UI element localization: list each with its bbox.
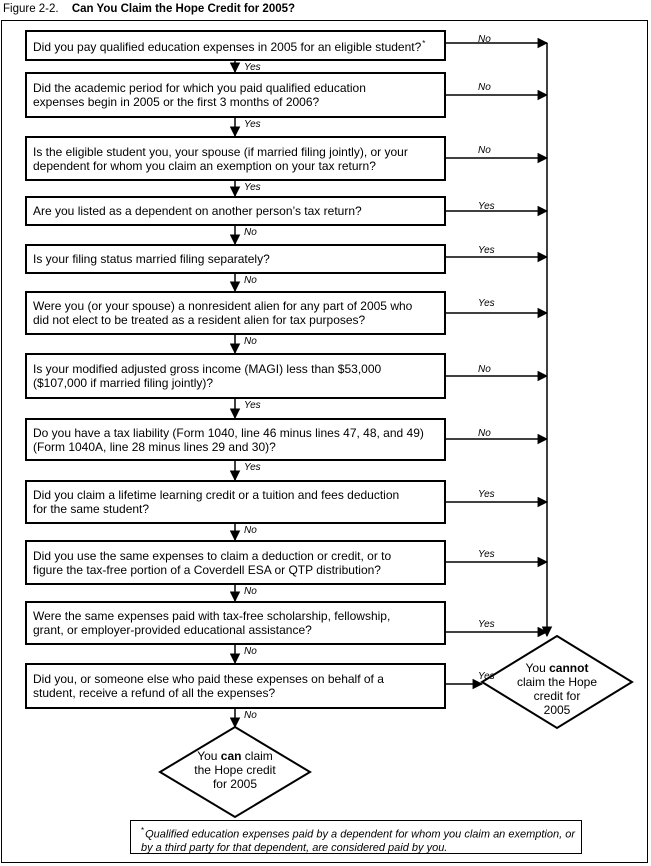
side-branch-label: Yes: [478, 549, 495, 560]
down-branch-label: No: [244, 336, 257, 347]
question-box: Were you (or your spouse) a nonresident …: [25, 291, 446, 335]
question-box: Is your filing status married filing sep…: [25, 244, 446, 274]
down-branch-label: No: [244, 275, 257, 286]
question-box: Is the eligible student you, your spouse…: [25, 136, 446, 181]
footnote: *Qualified education expenses paid by a …: [130, 820, 582, 854]
side-branch-label: No: [478, 34, 491, 45]
down-branch-label: No: [244, 586, 257, 597]
figure-number: Figure 2-2.: [3, 3, 59, 15]
footnote-text: Qualified education expenses paid by a d…: [141, 828, 576, 854]
side-branch-label: No: [478, 428, 491, 439]
question-text: Is the eligible student you, your spouse…: [33, 144, 408, 173]
down-branch-label: Yes: [244, 62, 261, 73]
question-box: Is your modified adjusted gross income (…: [25, 353, 446, 399]
figure-frame: [1, 20, 648, 863]
question-text: Did you pay qualified education expenses…: [33, 39, 426, 54]
side-branch-label: Yes: [478, 619, 495, 630]
question-text: Did you, or someone else who paid these …: [33, 672, 384, 700]
side-branch-label: No: [478, 364, 491, 375]
side-branch-label: Yes: [478, 671, 495, 682]
question-box: Are you listed as a dependent on another…: [25, 196, 446, 226]
question-text: Did you use the same expenses to claim a…: [33, 548, 392, 577]
question-box: Did the academic period for which you pa…: [25, 72, 446, 118]
can-claim-diamond: [158, 725, 312, 819]
down-branch-label: No: [244, 525, 257, 536]
footnote-mark: *: [141, 826, 145, 835]
question-text: Do you have a tax liability (Form 1040, …: [33, 425, 424, 454]
figure-title: Can You Claim the Hope Credit for 2005?: [71, 3, 296, 15]
question-text: Are you listed as a dependent on another…: [33, 204, 362, 218]
can-claim-outcome: You can claim the Hope credit for 2005: [194, 749, 276, 791]
side-branch-label: Yes: [478, 489, 495, 500]
side-branch-label: Yes: [478, 298, 495, 309]
side-branch-label: Yes: [478, 245, 495, 256]
question-box: Did you, or someone else who paid these …: [25, 663, 446, 709]
down-branch-label: No: [244, 646, 257, 657]
down-branch-label: No: [244, 710, 257, 721]
figure-header: Figure 2-2. Can You Claim the Hope Credi…: [3, 3, 295, 15]
down-branch-label: Yes: [244, 119, 261, 130]
down-branch-label: Yes: [244, 462, 261, 473]
question-text: Did the academic period for which you pa…: [33, 81, 366, 109]
question-box: Were the same expenses paid with tax-fre…: [25, 601, 446, 645]
question-box: Did you pay qualified education expenses…: [25, 30, 446, 61]
question-text: Were you (or your spouse) a nonresident …: [33, 299, 413, 327]
question-box: Did you claim a lifetime learning credit…: [25, 480, 446, 524]
side-branch-label: Yes: [478, 201, 495, 212]
side-branch-label: No: [478, 82, 491, 93]
side-branch-label: No: [478, 145, 491, 156]
question-text: Is your filing status married filing sep…: [33, 252, 270, 266]
cannot-claim-diamond: [480, 634, 634, 730]
down-branch-label: No: [244, 227, 257, 238]
question-text: Is your modified adjusted gross income (…: [33, 362, 382, 390]
question-text: Were the same expenses paid with tax-fre…: [33, 609, 391, 637]
question-box: Do you have a tax liability (Form 1040, …: [25, 418, 446, 461]
question-text: Did you claim a lifetime learning credit…: [33, 488, 400, 516]
down-branch-label: Yes: [244, 182, 261, 193]
cannot-claim-outcome: You cannot claim the Hope credit for 200…: [516, 661, 598, 717]
question-box: Did you use the same expenses to claim a…: [25, 540, 446, 585]
down-branch-label: Yes: [244, 400, 261, 411]
footnote-reference-mark: *: [422, 39, 426, 48]
